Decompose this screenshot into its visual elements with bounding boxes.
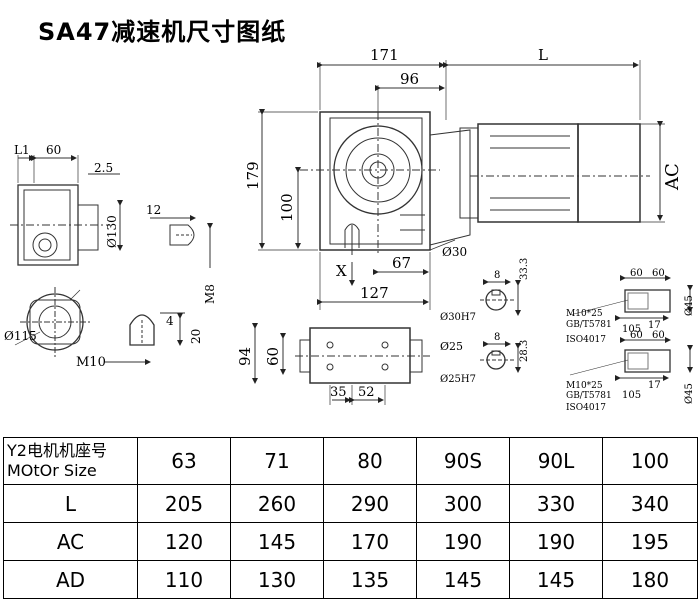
dim-M8: M8 — [203, 284, 217, 304]
dim-L: L — [538, 46, 548, 64]
size-cell: 80 — [323, 437, 417, 485]
dim-X: X — [336, 262, 347, 280]
key2-detail — [105, 312, 185, 365]
table-header-row: Y2电机机座号 MOtOr Size 63 71 80 90S 90L 100 — [3, 437, 698, 485]
dim-hole2-label: Ø25 — [440, 340, 463, 353]
table-cell: 145 — [416, 560, 510, 599]
hole-detail-25 — [480, 341, 521, 373]
dim-AC: AC — [662, 163, 683, 191]
table-cell: 195 — [602, 522, 698, 561]
row-label: L — [3, 484, 138, 523]
dim-hole1-8: 8 — [494, 270, 500, 281]
shaft-section-1 — [569, 275, 693, 321]
shaft-key-detail — [150, 215, 213, 268]
dim-shaft2-17: 17 — [648, 380, 661, 391]
table-cell: 180 — [602, 560, 698, 599]
dim-shaft2-d45: Ø45 — [684, 383, 695, 404]
header-cell: Y2电机机座号 MOtOr Size — [3, 437, 138, 485]
header-line2: MOtOr Size — [7, 461, 97, 480]
table-cell: 340 — [602, 484, 698, 523]
dim-127: 127 — [360, 284, 389, 302]
dim-hole2-28: 28.3 — [519, 340, 530, 362]
dim-shaft2-gb: GB/T5781 — [566, 391, 612, 401]
dim-hole1-d: Ø30H7 — [440, 312, 476, 323]
dim-shaft1-iso: ISO4017 — [566, 335, 606, 345]
dim-100: 100 — [278, 193, 296, 222]
dim-d115: Ø115 — [4, 329, 37, 343]
dim-shaft1-60b: 60 — [652, 268, 665, 279]
table-cell: 135 — [323, 560, 417, 599]
technical-drawing: 171 L 96 179 100 AC Ø30 X 67 127 L1 60 2… — [4, 46, 695, 413]
dim-key-12: 12 — [146, 203, 161, 217]
table-row: AC 120 145 170 190 190 195 — [3, 522, 698, 561]
top-dimensions — [317, 60, 641, 120]
dim-shaft2-60b: 60 — [652, 330, 665, 341]
size-cell: 90L — [509, 437, 603, 485]
dim-2-5: 2.5 — [94, 161, 113, 175]
hole-detail-30 — [480, 279, 521, 316]
row-label: AC — [3, 522, 138, 561]
left-dimensions — [258, 109, 665, 251]
dim-shaft1-105: 105 — [622, 324, 641, 335]
size-cell: 71 — [230, 437, 324, 485]
page-title: SA47减速机尺寸图纸 — [38, 18, 287, 46]
table-cell: 130 — [230, 560, 324, 599]
row-label: AD — [3, 560, 138, 599]
table-cell: 260 — [230, 484, 324, 523]
dim-L1: L1 — [14, 143, 30, 157]
dim-plan-60: 60 — [264, 347, 282, 366]
dim-hole2-d: Ø25H7 — [440, 374, 476, 385]
size-cell: 63 — [137, 437, 231, 485]
dim-d30: Ø30 — [442, 245, 467, 259]
dim-plan-94: 94 — [236, 347, 254, 366]
dim-hole1-33: 33.3 — [519, 258, 530, 280]
dim-plan-52: 52 — [358, 385, 375, 400]
dim-shaft2-m: M10*25 — [566, 381, 603, 391]
table-cell: 330 — [509, 484, 603, 523]
dim-96: 96 — [400, 70, 419, 88]
table-cell: 110 — [137, 560, 231, 599]
shaft-section-2 — [569, 337, 693, 381]
size-cell: 90S — [416, 437, 510, 485]
dim-M10: M10 — [76, 355, 106, 370]
dim-shaft2-105: 105 — [622, 390, 641, 401]
dim-plan-35: 35 — [330, 385, 347, 400]
dim-shaft1-60a: 60 — [630, 268, 643, 279]
dim-d130: Ø130 — [105, 215, 119, 248]
dim-shaft2-60a: 60 — [630, 330, 643, 341]
table-cell: 145 — [230, 522, 324, 561]
table-cell: 300 — [416, 484, 510, 523]
table-cell: 120 — [137, 522, 231, 561]
dim-shaft2-iso: ISO4017 — [566, 403, 606, 413]
table-cell: 205 — [137, 484, 231, 523]
dim-shaft1-17: 17 — [648, 320, 661, 331]
table-cell: 170 — [323, 522, 417, 561]
table-cell: 145 — [509, 560, 603, 599]
table-cell: 190 — [416, 522, 510, 561]
dim-171: 171 — [370, 46, 399, 64]
dim-shaft1-gb: GB/T5781 — [566, 320, 612, 330]
table-cell: 190 — [509, 522, 603, 561]
dim-67: 67 — [392, 254, 411, 272]
dim-shaft1-m: M10*25 — [566, 309, 603, 319]
table-cell: 290 — [323, 484, 417, 523]
main-view — [300, 111, 650, 255]
dim-side-60: 60 — [46, 143, 61, 157]
dim-key2-20: 20 — [189, 329, 203, 344]
dim-179: 179 — [244, 161, 262, 190]
side-view — [10, 155, 123, 266]
size-cell: 100 — [602, 437, 698, 485]
dim-hole2-8: 8 — [494, 332, 500, 343]
header-line1: Y2电机机座号 — [7, 441, 107, 460]
bottom-dimensions — [317, 239, 456, 310]
dim-key2-4: 4 — [166, 314, 174, 328]
plan-view — [252, 323, 430, 405]
flange-view — [14, 287, 90, 358]
spec-table: Y2电机机座号 MOtOr Size 63 71 80 90S 90L 100 … — [3, 437, 698, 599]
table-row: L 205 260 290 300 330 340 — [3, 484, 698, 523]
table-row: AD 110 130 135 145 145 180 — [3, 560, 698, 599]
dim-shaft1-d45: Ø45 — [684, 295, 695, 316]
